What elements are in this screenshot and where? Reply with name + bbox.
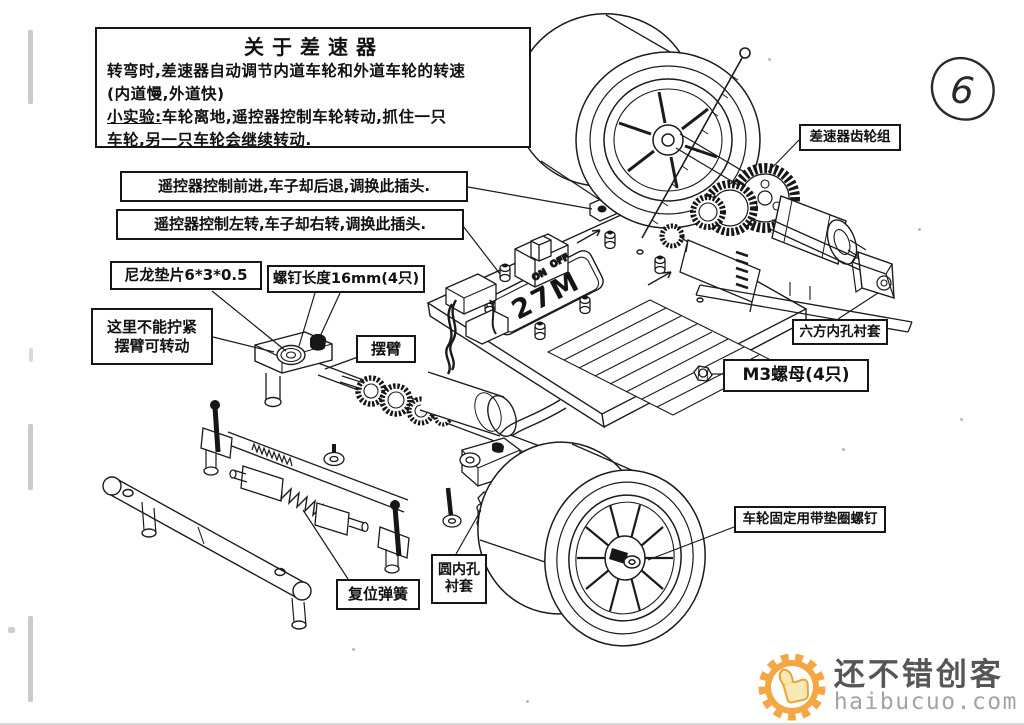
callout-no-tighten-line1: 这里不能拧紧 bbox=[106, 317, 197, 336]
callout-wheel-screw-text: 车轮固定用带垫圈螺钉 bbox=[742, 511, 878, 528]
scan-speck bbox=[918, 228, 921, 231]
rear-motor-assembly bbox=[695, 195, 913, 333]
page-number-text: 6 bbox=[948, 68, 976, 113]
scan-speck bbox=[526, 700, 529, 703]
differential-info-box: 关于差速器 转弯时,差速器自动调节内道车轮和外道车轮的转速 (内道慢,外道快) … bbox=[95, 27, 531, 149]
callout-nylon-washer: 尼龙垫片6*3*0.5 bbox=[110, 261, 262, 290]
info-line-3: 小实验:车轮离地,遥控器控制车轮转动,抓住一只 bbox=[107, 106, 521, 129]
callout-m3-nut-text: M3螺母(4只) bbox=[742, 364, 850, 385]
callout-return-spring-text: 复位弹簧 bbox=[347, 585, 408, 604]
scan-binding-mark bbox=[28, 616, 33, 702]
rack-and-spring bbox=[200, 400, 410, 574]
info-line-3-label: 小实验: bbox=[107, 108, 162, 126]
callout-plug-turn: 遥控器控制左转,车子却右转,调换此插头. bbox=[116, 209, 464, 240]
watermark: 还不错创客 haibucuo.com bbox=[756, 651, 1018, 723]
lower-bracket-bar bbox=[102, 476, 312, 630]
callout-round-bushing-line1: 圆内孔 bbox=[438, 561, 480, 578]
wiring-connectors bbox=[445, 196, 617, 375]
return-spring-part bbox=[280, 487, 324, 517]
callout-hex-bushing: 六方内孔衬套 bbox=[792, 319, 888, 345]
m3-nut-drawing bbox=[693, 365, 713, 382]
callout-screw-length: 螺钉长度16mm(4只) bbox=[267, 265, 425, 293]
callout-no-tighten-line2: 摆臂可转动 bbox=[114, 336, 190, 355]
leader-lines bbox=[211, 139, 879, 580]
screw-button-head bbox=[323, 444, 345, 467]
callout-screw-length-text: 螺钉长度16mm(4只) bbox=[272, 270, 420, 287]
callout-hex-bushing-text: 六方内孔衬套 bbox=[799, 323, 881, 340]
page-number-mark: 6 bbox=[930, 56, 995, 121]
callout-nylon-washer-text: 尼龙垫片6*3*0.5 bbox=[124, 266, 248, 285]
callout-m3-nut: M3螺母(4只) bbox=[723, 359, 869, 392]
scan-speck bbox=[960, 418, 963, 421]
callout-no-tighten: 这里不能拧紧 摆臂可转动 bbox=[91, 308, 213, 365]
power-switch: ON OFF bbox=[514, 233, 572, 288]
info-line-2: (内道慢,外道快) bbox=[107, 85, 225, 103]
antenna bbox=[641, 47, 751, 239]
info-title: 关于差速器 bbox=[244, 35, 384, 59]
callout-wheel-screw: 车轮固定用带垫圈螺钉 bbox=[734, 506, 886, 533]
info-line-3-rest: 车轮离地,遥控器控制车轮转动,抓住一只 bbox=[161, 108, 447, 126]
scan-binding-mark bbox=[28, 30, 33, 104]
screw-black-left bbox=[210, 400, 221, 453]
screw-black-right bbox=[390, 500, 402, 557]
scan-speck bbox=[352, 648, 355, 651]
front-steering-assembly bbox=[254, 331, 567, 459]
callout-round-bushing: 圆内孔 衬套 bbox=[431, 554, 487, 604]
callout-swing-arm-text: 摆臂 bbox=[370, 339, 401, 358]
info-line-4: 车轮,另一只车轮会继续转动. bbox=[107, 131, 312, 149]
scan-edge bbox=[0, 723, 1024, 725]
callout-swing-arm: 摆臂 bbox=[356, 335, 416, 363]
callout-round-bushing-line2: 衬套 bbox=[445, 579, 473, 595]
callout-plug-turn-text: 遥控器控制左转,车子却右转,调换此插头. bbox=[153, 215, 427, 234]
callout-return-spring: 复位弹簧 bbox=[336, 579, 420, 610]
watermark-brand: 还不错创客 bbox=[833, 657, 1004, 693]
callout-plug-forward: 遥控器控制前进,车子却后退,调换此插头. bbox=[120, 171, 468, 202]
callout-diff-gear-set: 差速器齿轮组 bbox=[799, 124, 901, 151]
front-wheel bbox=[477, 441, 706, 647]
scan-speck bbox=[842, 448, 845, 451]
scan-speck bbox=[768, 58, 771, 61]
scan-binding-mark bbox=[29, 348, 33, 362]
callout-diff-gear-set-text: 差速器齿轮组 bbox=[809, 129, 891, 146]
watermark-gear-thumb-icon bbox=[758, 653, 826, 721]
direction-arrows bbox=[576, 229, 672, 286]
info-line-1: 转弯时,差速器自动调节内道车轮和外道车轮的转速 bbox=[107, 62, 466, 80]
callout-plug-forward-text: 遥控器控制前进,车子却后退,调换此插头. bbox=[157, 177, 431, 196]
scan-speck bbox=[8, 627, 15, 633]
rear-wheel bbox=[513, 13, 769, 229]
scan-binding-mark bbox=[28, 424, 33, 490]
watermark-domain: haibucuo.com bbox=[833, 689, 1018, 715]
hex-bushing-part bbox=[851, 250, 895, 299]
